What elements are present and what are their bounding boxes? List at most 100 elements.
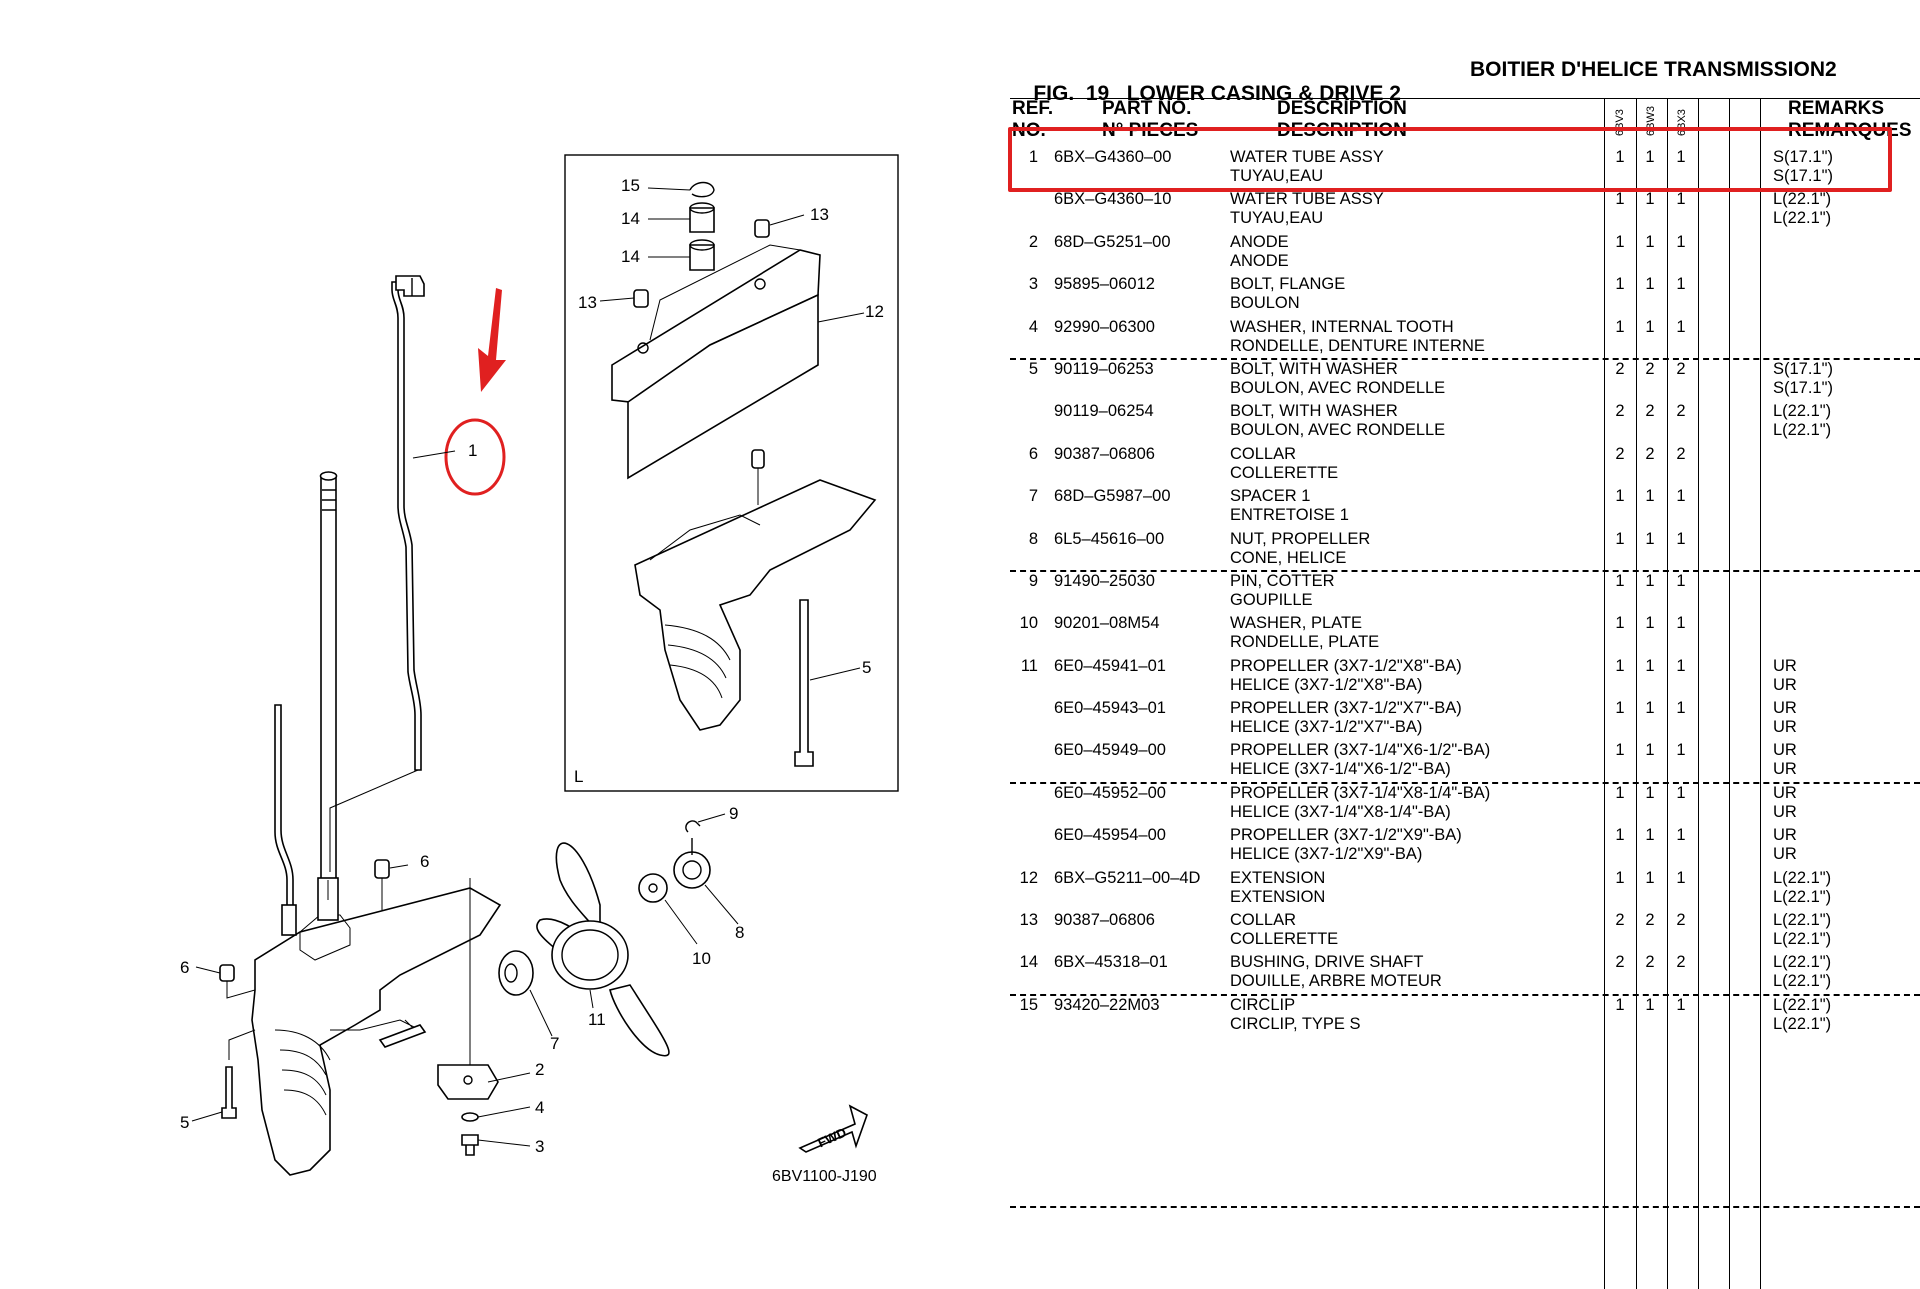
remarks-fr-cell: UR	[1773, 718, 1797, 737]
part-number-cell: 6BX–G4360–10	[1054, 190, 1172, 209]
ref-cell: 7	[1028, 487, 1038, 506]
qty-6bv3-cell: 1	[1615, 995, 1625, 1014]
ref-cell: 5	[1028, 359, 1038, 378]
description-cell: CIRCLIP	[1230, 995, 1296, 1014]
ref-cell: 4	[1028, 317, 1038, 336]
group-divider	[1010, 570, 1920, 572]
group-divider	[1010, 1206, 1920, 1208]
spacer	[498, 950, 534, 996]
figure-number: FIG. 19	[1033, 82, 1110, 105]
part-number-cell: 90119–06254	[1054, 402, 1154, 421]
part-number-cell: 6E0–45941–01	[1054, 656, 1166, 675]
description-cell: COLLAR	[1230, 911, 1297, 930]
qty-6bx3-cell: 1	[1676, 826, 1686, 845]
remarks-fr-cell: L(22.1")	[1773, 1014, 1832, 1033]
remarks-fr-cell: S(17.1")	[1773, 167, 1833, 185]
description-fr-cell: BOULON, AVEC RONDELLE	[1230, 378, 1446, 397]
anode	[437, 1064, 499, 1100]
qty-6bv3-cell: 1	[1615, 487, 1625, 506]
description-fr-cell: GOUPILLE	[1230, 590, 1313, 609]
remarks-fr-cell: S(17.1")	[1773, 378, 1833, 397]
header-remarks: REMARKS	[1788, 98, 1885, 119]
qty-6bx3-cell: 1	[1676, 699, 1686, 718]
description-cell: SPACER 1	[1230, 487, 1311, 506]
qty-6bv3-cell: 1	[1615, 868, 1625, 887]
qty-6bv3-cell: 1	[1615, 656, 1625, 675]
part-number-cell: 92990–06300	[1054, 317, 1155, 336]
qty-6bx3-cell: 2	[1676, 359, 1686, 378]
qty-6bv3-cell: 2	[1615, 953, 1625, 972]
description-fr-cell: COLLERETTE	[1230, 930, 1339, 949]
remarks-fr-cell: UR	[1773, 675, 1797, 694]
fwd-arrow-icon: FWD	[798, 1104, 868, 1153]
ref-cell: 15	[1019, 995, 1038, 1014]
qty-col-border-5	[1729, 98, 1730, 1289]
qty-6bx3-cell: 1	[1676, 995, 1686, 1014]
qty-6bx3-cell: 1	[1676, 487, 1686, 506]
qty-6bv3-cell: 1	[1615, 148, 1625, 166]
qty-6bv3-cell: 2	[1615, 444, 1625, 463]
qty-col-border-2	[1636, 98, 1637, 1289]
qty-6bw3-cell: 2	[1645, 953, 1655, 972]
ref-cell: 10	[1019, 614, 1038, 633]
part-number-cell: 6E0–45954–00	[1054, 826, 1166, 845]
description-fr-cell: EXTENSION	[1230, 887, 1326, 906]
qty-6bv3-cell: 1	[1615, 571, 1625, 590]
extension-casing-front	[627, 293, 819, 480]
description-fr-cell: TUYAU,EAU	[1230, 209, 1324, 228]
ref-cell: 2	[1028, 232, 1038, 251]
qty-6bv3-cell: 1	[1615, 783, 1625, 802]
remarks-cell: L(22.1")	[1773, 190, 1832, 209]
figure-title-french: BOITIER D'HELICE TRANSMISSION2	[1470, 58, 1837, 81]
inset-frame	[564, 154, 899, 792]
remarks-cell: UR	[1773, 826, 1797, 845]
remarks-cell: UR	[1773, 699, 1797, 718]
qty-6bw3-cell: 1	[1645, 995, 1655, 1014]
qty-6bv3-cell: 2	[1615, 402, 1625, 421]
qty-6bw3-cell: 1	[1645, 741, 1655, 760]
qty-col-border-6	[1760, 98, 1761, 1289]
ref-cell: 6	[1028, 444, 1038, 463]
drive-shaft	[320, 477, 337, 884]
red-arrow	[478, 288, 506, 392]
part-number-cell: 6L5–45616–00	[1054, 529, 1165, 548]
description-fr-cell: DOUILLE, ARBRE MOTEUR	[1230, 972, 1442, 991]
qty-6bx3-cell: 1	[1676, 656, 1686, 675]
remarks-cell: L(22.1")	[1773, 995, 1832, 1014]
part-number-cell: 90201–08M54	[1054, 614, 1160, 633]
part-number-cell: 90387–06806	[1054, 911, 1155, 930]
qty-6bw3-cell: 2	[1645, 911, 1655, 930]
remarks-cell: L(22.1")	[1773, 953, 1832, 972]
parts-list: FIG. 19 LOWER CASING & DRIVE 2 BOITIER D…	[1010, 0, 1920, 1289]
qty-6bx3-cell: 1	[1676, 614, 1686, 633]
qty-6bv3-cell: 1	[1615, 529, 1625, 548]
ref-cell: 11	[1020, 656, 1038, 675]
callout-9: 9	[729, 804, 738, 823]
qty-6bw3-cell: 1	[1645, 529, 1655, 548]
header-description: DESCRIPTION	[1277, 98, 1407, 119]
qty-6bv3-cell: 1	[1615, 232, 1625, 251]
part-number-cell: 6BX–G5211–00–4D	[1054, 868, 1201, 887]
qty-col-border-1	[1604, 98, 1605, 1289]
remarks-fr-cell: L(22.1")	[1773, 421, 1832, 440]
description-cell: ANODE	[1230, 232, 1289, 251]
header-rule	[1010, 98, 1920, 99]
internal-tooth-washer	[461, 1112, 479, 1122]
callout-6-left: 6	[180, 958, 189, 977]
qty-6bw3-cell: 1	[1645, 826, 1655, 845]
description-fr-cell: BOULON	[1230, 294, 1300, 313]
part-number-cell: 90119–06253	[1054, 359, 1154, 378]
qty-6bw3-cell: 1	[1645, 487, 1655, 506]
callout-4: 4	[535, 1098, 544, 1117]
figure-code: 6BV1100-J190	[772, 1168, 877, 1185]
water-tube	[391, 281, 422, 771]
callout-14-upper: 14	[621, 209, 640, 228]
description-fr-cell: TUYAU,EAU	[1230, 167, 1324, 185]
